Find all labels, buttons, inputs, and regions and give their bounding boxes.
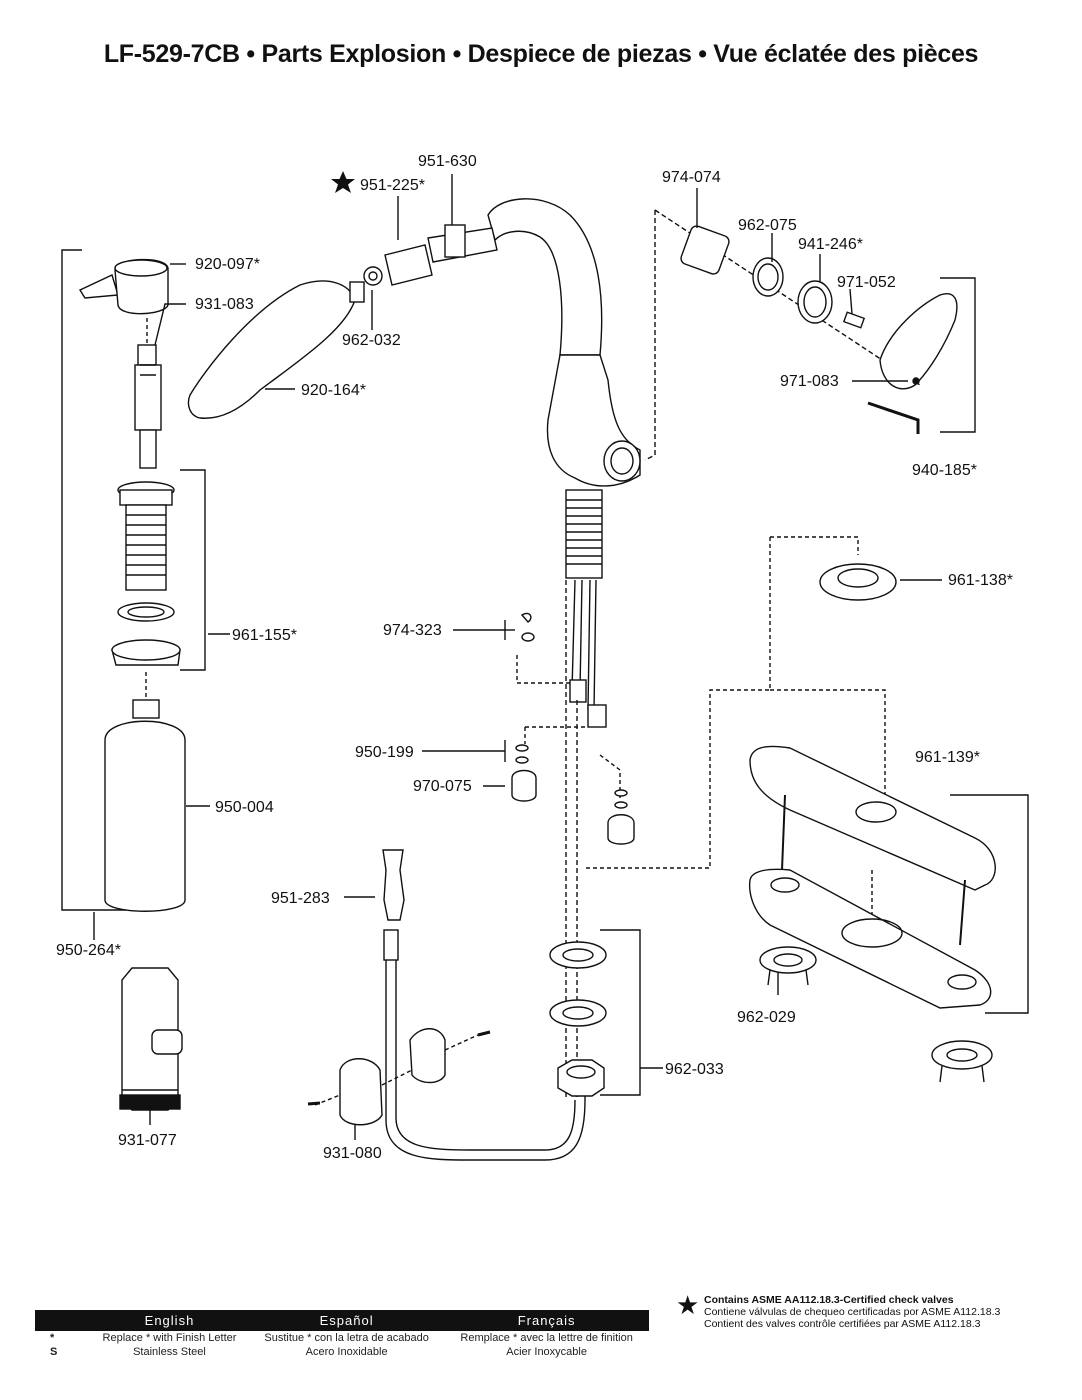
label-920-097: 920-097* (195, 256, 260, 273)
label-931-083: 931-083 (195, 296, 254, 313)
label-931-077: 931-077 (118, 1132, 177, 1149)
legend-french: Acier Inoxycable (506, 1346, 587, 1358)
label-941-246: 941-246* (798, 236, 863, 253)
label-950-264: 950-264* (56, 942, 121, 959)
page-title: LF-529-7CB • Parts Explosion • Despiece … (103, 40, 979, 68)
label-974-074: 974-074 (662, 169, 721, 186)
label-971-083: 971-083 (780, 373, 839, 390)
bracket-950-264 (61, 249, 126, 911)
legend-spanish: Sustitue * con la letra de acabado (264, 1332, 429, 1344)
legend-french: Remplace * avec la lettre de finition (460, 1332, 633, 1344)
star-icon: ★ (676, 1290, 700, 1320)
label-931-080: 931-080 (323, 1145, 382, 1162)
label-974-323: 974-323 (383, 622, 442, 639)
legend-row: * Replace * with Finish Letter Sustitue … (35, 1331, 649, 1345)
label-962-075: 962-075 (738, 217, 797, 234)
legend-header-english: English (90, 1310, 249, 1331)
label-970-075: 970-075 (413, 778, 472, 795)
label-962-032: 962-032 (342, 332, 401, 349)
legend-row: S Stainless Steel Acero Inoxidable Acier… (35, 1345, 649, 1359)
faucet-spout (487, 198, 641, 579)
star-icon (331, 171, 355, 193)
label-951-283: 951-283 (271, 890, 330, 907)
legend-key: S (50, 1346, 58, 1358)
note-english: Contains ASME AA112.18.3-Certified check… (704, 1294, 954, 1306)
legend-header-spanish: Español (248, 1310, 445, 1331)
legend-english: Stainless Steel (133, 1346, 206, 1358)
label-920-164: 920-164* (301, 382, 366, 399)
legend-english: Replace * with Finish Letter (102, 1332, 237, 1344)
label-962-029: 962-029 (737, 1009, 796, 1026)
label-951-630: 951-630 (418, 153, 477, 170)
legend-spanish: Acero Inoxidable (305, 1346, 388, 1358)
legend-key: * (50, 1332, 55, 1344)
label-950-004: 950-004 (215, 799, 274, 816)
finish-legend: English Español Français * Replace * wit… (35, 1310, 649, 1359)
label-961-138: 961-138* (948, 572, 1013, 589)
note-spanish: Contiene válvulas de chequeo certificada… (704, 1306, 1001, 1318)
label-962-033: 962-033 (665, 1061, 724, 1078)
label-961-155: 961-155* (232, 627, 297, 644)
legend-key-header (35, 1310, 90, 1331)
label-961-139: 961-139* (915, 749, 980, 766)
spray-head (187, 280, 365, 419)
label-950-199: 950-199 (355, 744, 414, 761)
label-940-185: 940-185* (912, 462, 977, 479)
label-951-225: 951-225* (360, 177, 425, 194)
label-971-052: 971-052 (837, 274, 896, 291)
note-french: Contient des valves contrôle certifiées … (704, 1318, 981, 1330)
legend-header-french: Français (444, 1310, 649, 1331)
